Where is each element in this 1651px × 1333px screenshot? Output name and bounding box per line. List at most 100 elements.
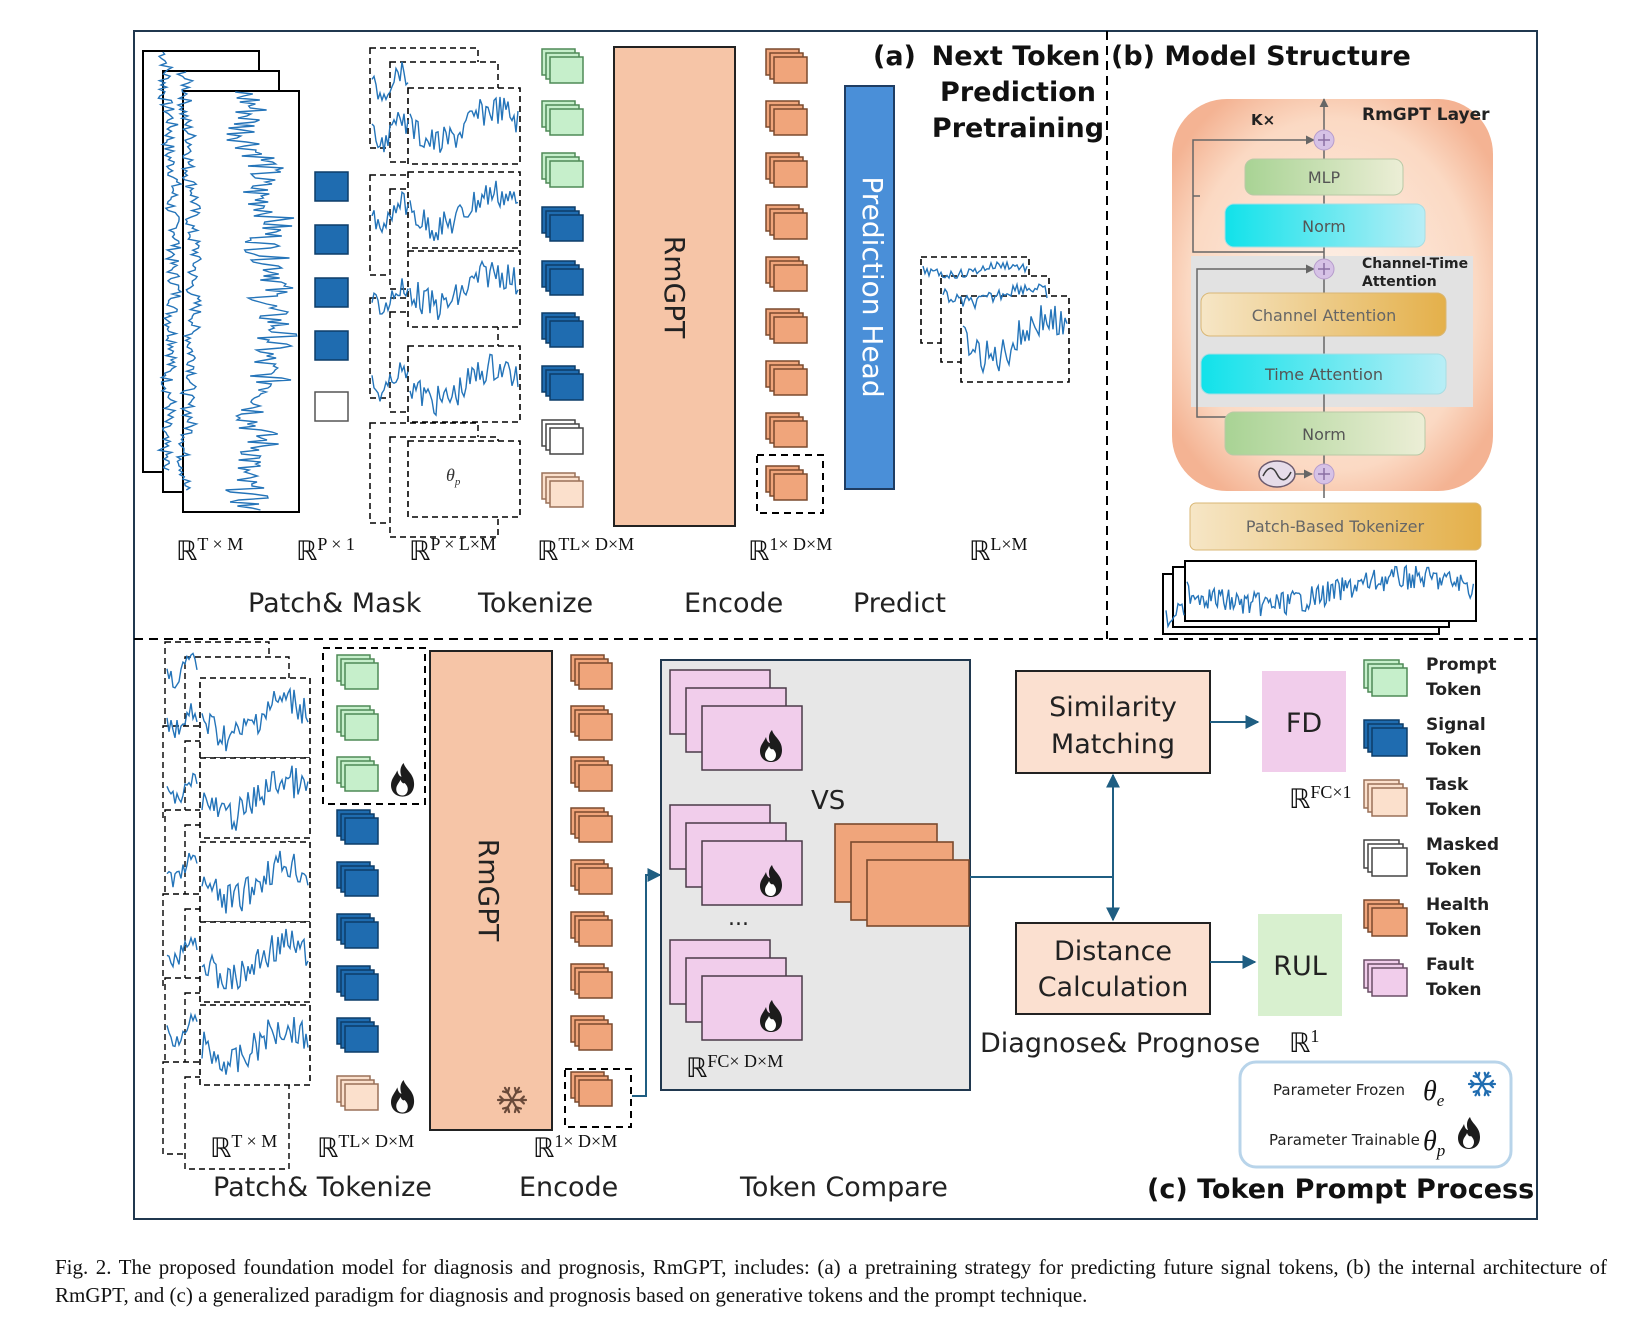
legend-label-line2: Token (1426, 920, 1482, 940)
dim-c-tm: ℝT × M (210, 1131, 277, 1163)
task-token (541, 472, 584, 508)
panel-b-title: (b) Model Structure (1111, 41, 1411, 72)
distance-label-2: Calculation (1038, 972, 1189, 1003)
stage-c-patch-tokenize: Patch& Tokenize (213, 1172, 432, 1203)
masked-patch-front (407, 171, 521, 249)
trainable-flame-icon (760, 730, 782, 762)
signal-stack-b (1162, 560, 1477, 635)
patch-front (199, 1004, 311, 1086)
ct-attention-label-2: Attention (1362, 274, 1437, 290)
legend-label-line1: Health (1426, 895, 1489, 915)
masked-token (541, 419, 584, 455)
plus-node-mid (1313, 258, 1335, 280)
health-token (570, 911, 613, 947)
health-token (570, 1071, 613, 1107)
health-token (765, 204, 808, 240)
norm-bottom-label: Norm (1302, 425, 1346, 444)
rmgpt-label-a: RmGPT (658, 236, 691, 339)
frozen-snowflake-icon (496, 1086, 528, 1114)
trainable-flame-icon (391, 763, 415, 797)
patch-wave (371, 278, 409, 315)
dim-c-r1: ℝ1 (1289, 1026, 1319, 1058)
panel-c-title: (c) Token Prompt Process (1147, 1174, 1534, 1205)
panel-b: (b) Model Structure RmGPT Layer K× Chann… (1111, 41, 1493, 635)
token-column-c (336, 654, 415, 1114)
encoded-token-column-c (570, 654, 613, 1107)
signal-token (336, 861, 379, 897)
legend-label-line1: Fault (1426, 955, 1474, 975)
last-token-box-a (756, 454, 824, 514)
stage-a-encode: Encode (684, 588, 783, 619)
channel-attention-block (1200, 292, 1447, 337)
snowflake-icon (1467, 1071, 1497, 1097)
encode-to-compare-arrow (632, 868, 662, 1097)
patch-tokenizer-label: Patch-Based Tokenizer (1246, 517, 1425, 536)
positional-encoding-icon (1258, 460, 1313, 488)
patch-wave (201, 686, 309, 752)
panel-a-title-2: Prediction (940, 77, 1096, 108)
prompt-token (541, 152, 584, 188)
legend-token-swatch (1363, 899, 1408, 937)
signal-wave (225, 91, 298, 511)
norm-top-label: Norm (1302, 217, 1346, 236)
signal-token (336, 1017, 379, 1053)
trainable-flame-icon (760, 865, 782, 897)
health-token (765, 465, 808, 501)
patch-tokenizer-block (1189, 502, 1482, 551)
param-trainable-label: Parameter Trainable (1269, 1131, 1420, 1149)
panel-a-tag: (a) (873, 41, 916, 72)
patch-wave (166, 652, 198, 689)
signal-token (541, 206, 584, 242)
signal-token (336, 913, 379, 949)
patch-wave (201, 928, 309, 991)
patch-wave (371, 190, 409, 235)
patch-wave (166, 935, 198, 969)
legend-label-line1: Masked (1426, 835, 1499, 855)
health-token (570, 1015, 613, 1051)
fd-output-box (1262, 671, 1346, 772)
signal-token (541, 312, 584, 348)
health-token (765, 100, 808, 136)
signal-wave (175, 71, 203, 491)
patch-mid (184, 1076, 290, 1170)
health-token (570, 654, 613, 690)
prompt-token (541, 100, 584, 136)
patch-wave (201, 1016, 309, 1075)
signal-stack-a (142, 50, 300, 513)
stage-c-token-compare: Token Compare (739, 1172, 948, 1203)
snowflake-icon (496, 1086, 528, 1114)
vs-label: VS (811, 786, 845, 816)
dim-a-tldm: ℝTL× D×M (537, 534, 634, 566)
outer-frame (133, 30, 1538, 1220)
signal-wave (1186, 564, 1475, 617)
last-token-box-c (564, 1068, 632, 1128)
theta-p-mask: θp (446, 465, 461, 488)
fault-token-stack (669, 804, 803, 906)
signal-token (336, 965, 379, 1001)
panel-c: RmGPT VS ... ℝFC× D×M Similarity Matchin… (162, 641, 1534, 1205)
patch-wave (166, 852, 198, 888)
trainable-flame-icon (391, 1080, 415, 1114)
dim-a-odm: ℝ1× D×M (748, 534, 832, 566)
legend-label-line1: Task (1426, 775, 1469, 795)
masked-patch-empty (407, 440, 521, 518)
fault-token-groups (669, 669, 803, 1041)
similarity-label-1: Similarity (1049, 692, 1177, 723)
norm-top-block (1224, 203, 1426, 248)
similarity-label-2: Matching (1051, 729, 1175, 760)
figure-caption: Fig. 2. The proposed foundation model fo… (55, 1255, 1607, 1307)
pred-wave (922, 259, 1028, 280)
health-token (765, 48, 808, 84)
distance-calculation-box (1015, 922, 1211, 1015)
masked-patch-front (407, 250, 521, 328)
rul-label: RUL (1273, 951, 1327, 982)
similarity-matching-box (1015, 670, 1211, 774)
masked-patch-column (369, 47, 521, 538)
rmgpt-encoder-c (429, 650, 553, 1131)
health-token (570, 807, 613, 843)
health-token (765, 360, 808, 396)
stage-c-encode: Encode (519, 1172, 618, 1203)
health-token-stack (834, 823, 970, 927)
panel-a-title-3: Pretraining (932, 113, 1104, 144)
signal-wave (156, 51, 183, 471)
